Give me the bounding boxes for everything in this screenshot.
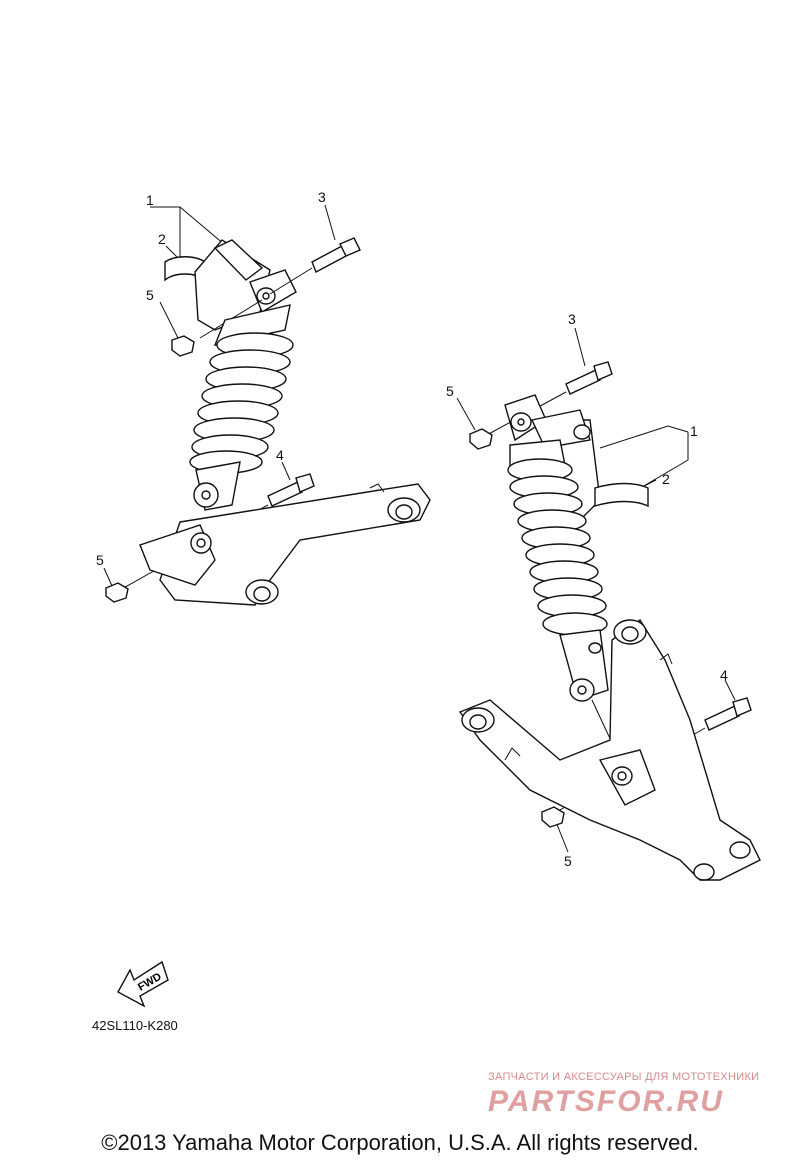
- watermark-logo: PARTSFOR.RU: [488, 1085, 724, 1118]
- callout-left-5-upper: 5: [146, 287, 154, 303]
- callout-left-2: 2: [158, 231, 166, 247]
- callout-left-5-lower: 5: [96, 552, 104, 568]
- callout-left-1: 1: [146, 192, 154, 208]
- copyright-text: ©2013 Yamaha Motor Corporation, U.S.A. A…: [101, 1130, 699, 1155]
- right-assembly: [456, 327, 761, 881]
- spring-left: [189, 304, 294, 474]
- callout-right-3: 3: [568, 311, 576, 327]
- diagram-code: 42SL110-K280: [92, 1018, 178, 1033]
- callout-left-3: 3: [318, 189, 326, 205]
- nut-left-upper: [171, 335, 195, 357]
- nut-left-lower: [105, 582, 129, 603]
- callout-right-2: 2: [662, 471, 670, 487]
- relay-arm-right: [458, 618, 761, 881]
- callout-right-1: 1: [690, 423, 698, 439]
- callout-left-4: 4: [276, 447, 284, 463]
- fwd-arrow-icon: FWD: [117, 960, 169, 1008]
- watermark-tagline: ЗАПЧАСТИ И АКСЕССУАРЫ ДЛЯ МОТОТЕХНИКИ: [488, 1071, 760, 1083]
- left-assembly: [103, 204, 431, 606]
- relay-arm-left: [159, 483, 431, 606]
- nut-right-lower: [541, 806, 565, 828]
- spring-right: [507, 439, 608, 636]
- nut-right-upper: [469, 428, 493, 450]
- callout-right-4: 4: [720, 667, 728, 683]
- callout-right-5-upper: 5: [446, 383, 454, 399]
- rubber-band-right: [594, 482, 649, 508]
- callout-right-5-lower: 5: [564, 853, 572, 869]
